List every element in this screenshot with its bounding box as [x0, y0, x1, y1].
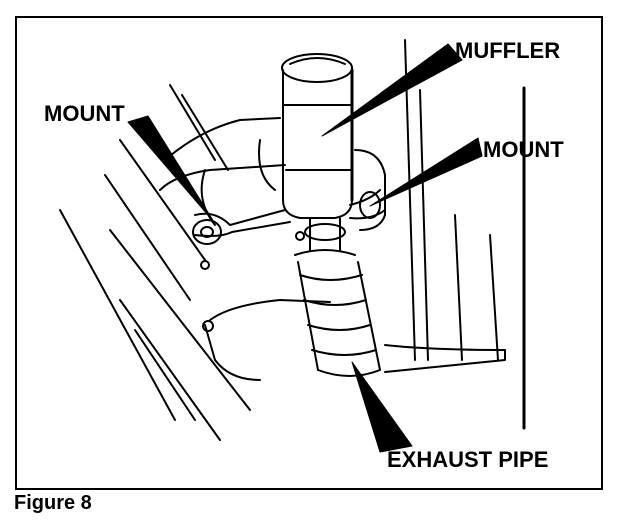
exhaust-pipe: [294, 217, 381, 377]
muffler-label: MUFFLER: [455, 38, 561, 63]
figure-caption: Figure 8: [14, 492, 92, 514]
muffler-body: [281, 53, 354, 219]
mount-left-leader: [127, 115, 215, 223]
mount-left-label: MOUNT: [44, 101, 125, 126]
exhaust-pipe-leader: [351, 361, 413, 453]
figure-frame: [15, 16, 603, 490]
crossmember: [159, 117, 506, 381]
mount-right-leader: [369, 137, 483, 207]
muffler-leader: [321, 43, 463, 137]
mount-right-label: MOUNT: [483, 137, 564, 162]
exhaust-pipe-label: EXHAUST PIPE: [387, 447, 549, 472]
frame-rails: [59, 39, 499, 441]
leader-arrows: [127, 43, 483, 453]
mount-hangers: [192, 189, 386, 245]
